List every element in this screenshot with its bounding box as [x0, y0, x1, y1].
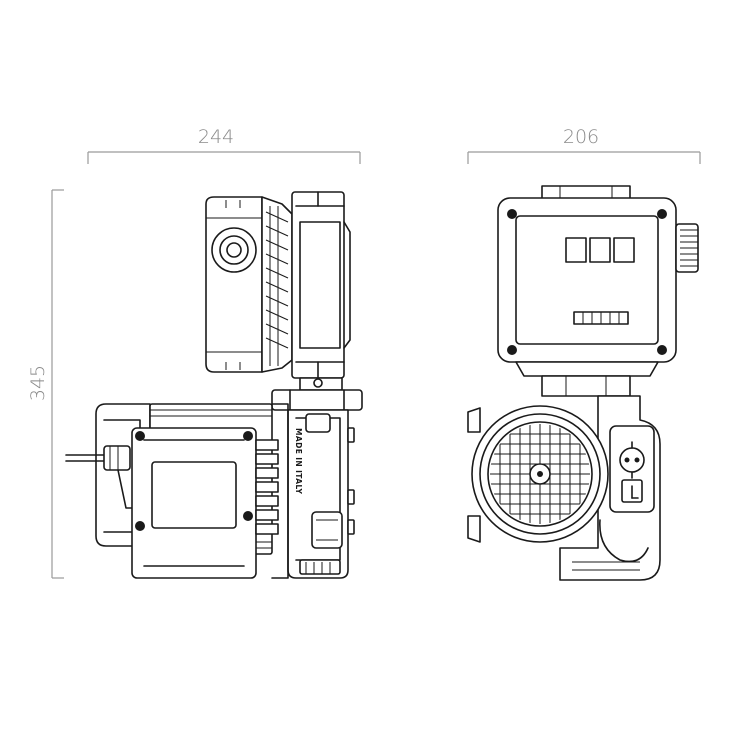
dimension-label-244: 244 [198, 126, 234, 148]
front-view [467, 185, 699, 581]
side-view: MADE IN ITALY [65, 191, 363, 579]
side-meter-head [205, 191, 351, 379]
dimension-label-206: 206 [563, 126, 599, 148]
dimension-height: 345 [27, 189, 64, 579]
made-in-italy-label: MADE IN ITALY [294, 428, 303, 494]
power-socket [619, 447, 645, 473]
side-motor [65, 403, 289, 579]
dimension-width-side: 244 [87, 126, 361, 164]
dimension-width-front: 206 [467, 126, 701, 164]
front-pump-motor [467, 395, 661, 581]
counter-digit-window [589, 237, 611, 263]
counter-digit-window [613, 237, 635, 263]
counter-digit-window [565, 237, 587, 263]
dimension-label-345: 345 [27, 365, 49, 401]
terminal-box [131, 427, 257, 579]
side-pump-body: MADE IN ITALY [287, 409, 355, 579]
meter-reset-knob [211, 227, 257, 273]
cable-gland [103, 445, 131, 471]
side-flange [271, 377, 363, 411]
front-meter-head [497, 185, 699, 397]
